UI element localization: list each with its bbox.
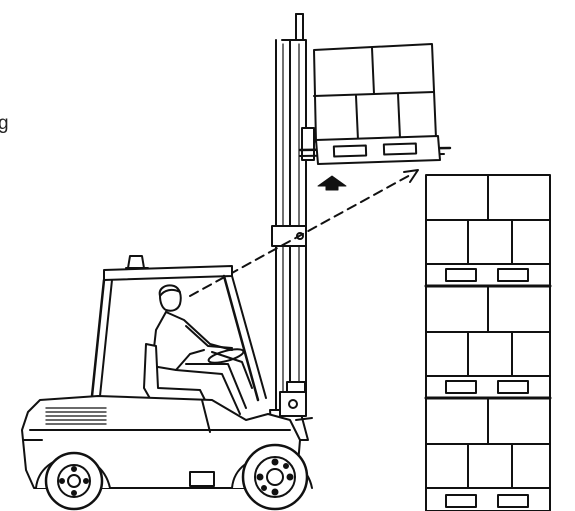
raised-load <box>300 44 450 164</box>
stacked-pallet-rack <box>426 175 550 511</box>
front-wheel <box>243 445 307 509</box>
up-arrow-icon <box>318 176 346 190</box>
cropped-caption-letter: g <box>0 114 9 133</box>
forklift-mast <box>270 14 308 440</box>
operator-figure <box>144 285 252 414</box>
beacon-light-icon <box>128 256 144 268</box>
rear-wheel <box>46 453 102 509</box>
